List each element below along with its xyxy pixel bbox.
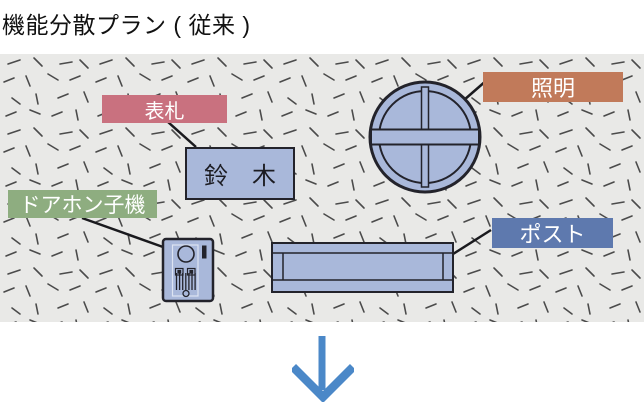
doorphone-camera [177,245,195,263]
connector-lines [81,79,492,256]
connector-nameplate [167,121,197,148]
porch-light-icon [368,80,482,194]
down-arrow-icon [292,336,354,402]
doorphone-call-button [182,289,190,298]
doorphone-speaker-grille [175,273,196,290]
doorphone-unit-icon [161,237,215,303]
doorphone-left-dot [177,269,182,274]
label-lighting: 照明 [483,72,623,102]
doorphone-right-window [186,267,196,276]
label-nameplate: 表札 [102,95,227,123]
wall-panel: 表札 照明 ドアホン子機 ポスト 鈴 木 [0,54,644,322]
label-doorphone: ドアホン子機 [8,190,157,218]
mailbox-post-icon [271,242,454,293]
down-arrow-strokes [292,336,354,402]
nameplate-sign: 鈴 木 [185,147,295,200]
label-doorphone-text: ドアホン子機 [19,194,146,217]
connector-doorphone [81,216,164,249]
nameplate-sign-text: 鈴 木 [204,163,276,190]
doorphone-side-slot [202,245,207,259]
connector-post [452,228,492,256]
figure-title: 機能分散プラン ( 従来 ) [2,12,251,38]
label-post: ポスト [492,218,613,248]
label-post-text: ポスト [519,222,586,247]
doorphone-right-dot [189,269,194,274]
label-nameplate-text: 表札 [144,100,185,123]
label-lighting-text: 照明 [530,76,575,101]
